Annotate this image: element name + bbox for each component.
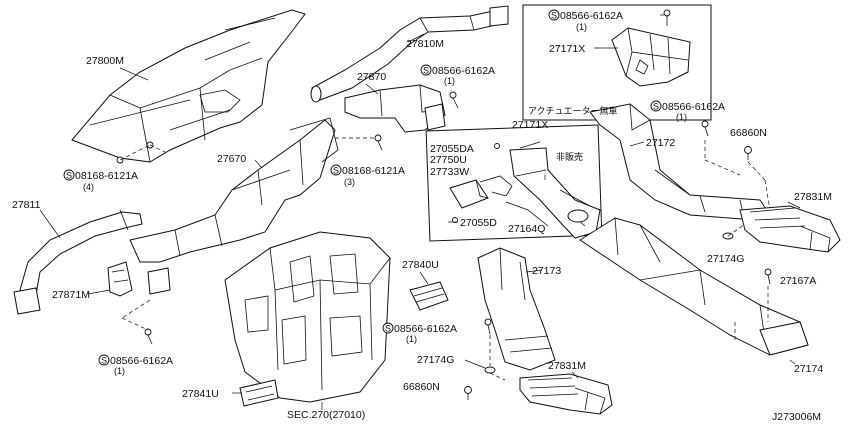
part-27841U-grille — [239, 379, 279, 407]
part-27171X-actuator-variant — [611, 27, 691, 87]
note-sec-reference: SEC.270(27010) — [287, 409, 365, 421]
part-27871M-bracket — [107, 261, 133, 297]
part-27810M-duct — [310, 5, 509, 103]
screw-27167A — [764, 268, 772, 285]
screw-left — [144, 328, 153, 345]
fastener-label-27800M: S 08168-6121A (4) — [63, 169, 138, 192]
label-27055D: 27055D — [460, 217, 497, 229]
fastener-label-top-box: S 08566-6162A (1) — [548, 9, 623, 32]
part-27174-duct — [579, 217, 809, 356]
fastener-label-27172: S 08566-6162A (1) — [650, 100, 725, 122]
label-27831M-lower: 27831M — [548, 360, 586, 372]
label-27171X-center: 27171X — [512, 119, 548, 131]
svg-text:S: S — [551, 11, 557, 21]
label-27810M: 27810M — [406, 38, 444, 50]
note-not-sold: 非販売 — [556, 151, 583, 163]
svg-text:(1): (1) — [676, 112, 687, 122]
label-27831M-right: 27831M — [794, 191, 832, 203]
label-66860N-lower: 66860N — [403, 381, 440, 393]
part-27800M-duct-assembly — [71, 9, 306, 163]
svg-text:(3): (3) — [344, 177, 355, 187]
label-27167A: 27167A — [780, 275, 816, 287]
svg-text:S: S — [423, 66, 429, 76]
screw-27670 — [374, 134, 383, 151]
label-27811: 27811 — [12, 199, 41, 211]
fastener-label-27173: S 08566-6162A (1) — [382, 322, 457, 344]
label-27750U: 27750U — [430, 154, 467, 166]
part-27173-duct — [477, 247, 556, 371]
label-27174G-lower: 27174G — [417, 354, 454, 366]
label-27055DA: 27055DA — [430, 143, 474, 155]
part-27870-duct — [344, 84, 446, 133]
svg-text:S: S — [101, 356, 107, 366]
part-27840U-grille — [409, 281, 449, 311]
fastener-label-left: S 08566-6162A (1) — [98, 354, 173, 376]
part-27831M-duct-lower — [519, 373, 613, 415]
label-27733W: 27733W — [430, 166, 469, 178]
svg-text:S: S — [653, 102, 659, 112]
svg-text:08566-6162A: 08566-6162A — [560, 10, 623, 22]
screws-27055 — [452, 143, 500, 223]
fastener-label-27870: S 08566-6162A (1) — [420, 64, 495, 86]
grommet-27174G-lower — [484, 366, 496, 374]
svg-text:08566-6162A: 08566-6162A — [432, 65, 495, 77]
svg-text:(1): (1) — [406, 334, 417, 344]
label-27670: 27670 — [217, 153, 246, 165]
part-27164Q-rod — [505, 201, 549, 227]
svg-text:08168-6121A: 08168-6121A — [75, 170, 138, 182]
svg-text:S: S — [333, 166, 339, 176]
svg-text:(1): (1) — [444, 76, 455, 86]
svg-text:08566-6162A: 08566-6162A — [110, 355, 173, 367]
label-66860N-upper: 66860N — [730, 127, 767, 139]
part-27670-duct — [129, 117, 339, 295]
svg-text:08566-6162A: 08566-6162A — [662, 101, 725, 113]
screw-27870 — [449, 91, 459, 109]
part-27171X-duct — [509, 147, 601, 239]
part-27171X-detail-box — [425, 124, 603, 242]
label-27840U: 27840U — [402, 259, 439, 271]
label-27173: 27173 — [532, 265, 561, 277]
part-27831M-duct-right — [739, 205, 841, 253]
label-27171X-box: 27171X — [549, 43, 585, 55]
clip-66860N-lower — [464, 386, 472, 400]
label-27841U: 27841U — [182, 388, 219, 400]
label-27164Q: 27164Q — [508, 223, 545, 235]
label-27800M: 27800M — [86, 55, 124, 67]
label-27174G-right: 27174G — [707, 253, 744, 265]
svg-text:S: S — [66, 171, 72, 181]
fastener-label-27670: S 08168-6121A (3) — [330, 164, 405, 187]
svg-text:S: S — [385, 324, 391, 334]
svg-text:(1): (1) — [114, 366, 125, 376]
svg-text:08168-6121A: 08168-6121A — [342, 165, 405, 177]
svg-text:08566-6162A: 08566-6162A — [394, 323, 457, 335]
svg-text:(1): (1) — [576, 22, 587, 32]
screw-27173 — [484, 318, 492, 335]
diagram-reference-code: J273006M — [772, 411, 821, 423]
label-27870: 27870 — [357, 71, 386, 83]
screw-27172 — [701, 120, 709, 137]
part-27750U-linkage — [479, 175, 513, 197]
part-27733W-actuator — [449, 179, 489, 209]
clip-66860N-upper — [744, 146, 752, 160]
svg-text:(4): (4) — [83, 182, 94, 192]
label-27871M: 27871M — [52, 289, 90, 301]
screws-27800M — [116, 141, 166, 164]
part-27811-duct — [13, 209, 143, 315]
heater-unit-sec270 — [224, 231, 391, 403]
note-actuator-less-vehicle: アクチュエーター無車 — [528, 105, 618, 117]
label-27174: 27174 — [794, 363, 823, 375]
label-27172: 27172 — [646, 137, 675, 149]
screw-top-box — [663, 9, 671, 26]
